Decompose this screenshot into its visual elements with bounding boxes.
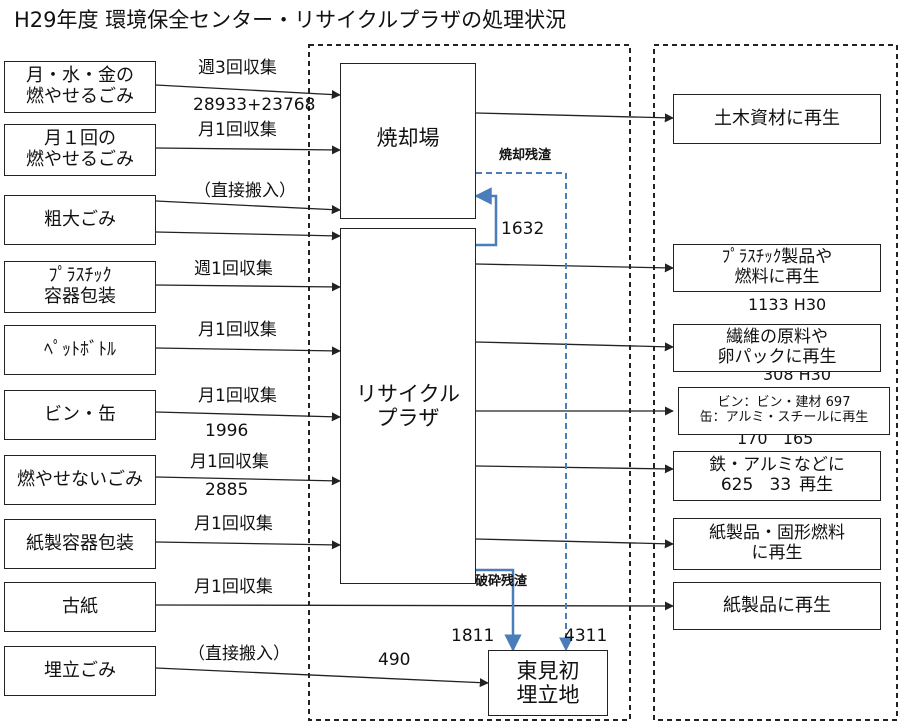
source-landfill-waste: 埋立ごみ (4, 646, 156, 696)
amount-crush-residue: 1811 (451, 626, 495, 646)
arrow-incineration-residue (476, 172, 573, 652)
arrow-paper-container (155, 540, 341, 550)
source-waste-paper: 古紙 (4, 582, 156, 632)
crush-residue-label: 破砕残渣 (475, 574, 528, 589)
output-iron-aluminum: 鉄・アルミなどに 625 33 再生 (673, 451, 881, 501)
source-non-burnable: 燃やせないごみ (4, 455, 156, 505)
arrow-waste-paper (155, 601, 674, 611)
output-iron-line2: 625 33 再生 (720, 475, 834, 496)
amount-plaza-to-incinerator: 1632 (501, 219, 545, 239)
amount-landfill-direct: 490 (378, 650, 411, 670)
amount-incineration-residue: 4311 (564, 626, 608, 646)
landfill-box: 東見初 埋立地 (488, 650, 608, 716)
arrow-to-fiber (475, 341, 674, 352)
collection-label: 月1回収集 (190, 452, 269, 472)
recycling-outputs-frame (653, 44, 898, 721)
collection-label: 月1回収集 (194, 514, 273, 534)
processing-facilities-frame (308, 44, 631, 721)
collection-label: （直接搬入） (188, 644, 290, 664)
output-cans-line: 缶：アルミ・スチールに再生 (699, 410, 869, 425)
arrow-to-plastic-products (475, 263, 674, 273)
arrow-plaza-to-incinerator (474, 187, 498, 247)
collection-label: 週1回収集 (194, 259, 273, 279)
source-bulky-waste: 粗大ごみ (4, 195, 156, 245)
source-paper-containers: 紙製容器包装 (4, 519, 156, 569)
output-paper-products: 紙製品に再生 (673, 582, 881, 630)
output-bottles-cans-recycle: ビン：ビン・建材 697 缶：アルミ・スチールに再生 (678, 387, 890, 435)
arrow-to-paper-fuel (475, 538, 674, 549)
recycle-plaza-box: リサイクル プラザ (340, 228, 476, 584)
amount-plastic-h30: 1133 H30 (748, 295, 827, 314)
collection-label: 月1回収集 (198, 120, 277, 140)
output-civil-materials: 土木資材に再生 (673, 94, 881, 144)
arrow-pet (155, 346, 341, 356)
collection-label: 月1回収集 (194, 577, 273, 597)
amount-non-burnable: 2885 (205, 480, 249, 500)
output-paper-solid-fuel: 紙製品・固形燃料 に再生 (673, 518, 881, 570)
collection-label: （直接搬入） (194, 181, 296, 201)
output-iron-line1: 鉄・アルミなどに (709, 455, 845, 476)
source-weekly-burnable: 月・水・金の 燃やせるごみ (4, 61, 156, 113)
incineration-residue-label: 焼却残渣 (499, 148, 552, 163)
arrow-monthly-burnable (155, 145, 341, 155)
arrow-crush-residue (476, 568, 522, 652)
source-plastic-containers: ﾌﾟﾗｽﾁｯｸ 容器包装 (4, 261, 156, 313)
collection-label: 月1回収集 (198, 320, 277, 340)
arrow-to-metal (475, 464, 674, 474)
output-bottles-line: ビン：ビン・建材 697 (717, 395, 851, 411)
arrow-plastic (155, 282, 341, 292)
source-pet-bottles: ﾍﾟｯﾄﾎﾞﾄﾙ (4, 325, 156, 375)
arrow-bulky-to-incinerator (155, 200, 341, 215)
page-title: H29年度 環境保全センター・リサイクルプラザの処理状況 (14, 8, 567, 32)
arrow-landfill-direct (155, 667, 489, 688)
arrow-bulky-to-plaza (155, 231, 341, 241)
incinerator-box: 焼却場 (340, 63, 476, 219)
source-monthly-burnable: 月１回の 燃やせるごみ (4, 124, 156, 176)
output-iron-recycle-word: 再生 (799, 475, 834, 495)
output-plastic-products: ﾌﾟﾗｽﾁｯｸ製品や 燃料に再生 (673, 244, 881, 292)
arrow-to-civil-materials (475, 112, 674, 123)
source-bottles-cans: ビン・缶 (4, 390, 156, 440)
arrow-bin-can (155, 411, 341, 422)
collection-label: 週3回収集 (198, 58, 277, 78)
amount-bottles-cans: 1996 (205, 421, 249, 441)
output-fiber-egg-pack: 繊維の原料や 卵パックに再生 (673, 324, 881, 372)
arrow-non-burnable (155, 476, 341, 486)
arrow-weekly-burnable (155, 84, 341, 100)
collection-label: 月1回収集 (198, 386, 277, 406)
amount-metal-split: 625 33 (720, 475, 792, 495)
amount-weekly-burnable: 28933+23768 (193, 95, 316, 115)
